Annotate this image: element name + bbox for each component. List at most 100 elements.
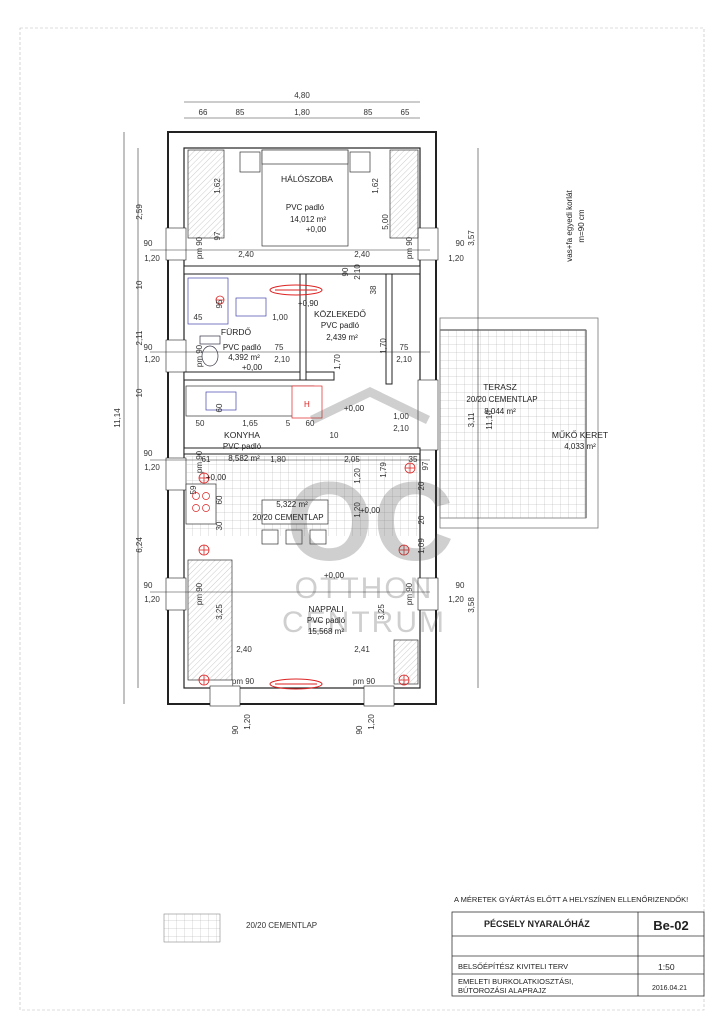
dim-ac: 1,20: [353, 468, 362, 484]
dim-top-4: 85: [364, 108, 373, 117]
dim-right-3: 11,10: [485, 410, 494, 430]
dim-total-width: 4,80: [294, 91, 310, 100]
dim-m: 75: [275, 343, 284, 352]
dim-af: 20: [417, 515, 426, 524]
bathroom-fixtures: [187, 277, 267, 367]
dim-top-1: 66: [199, 108, 208, 117]
pm-right-1: pm 90: [405, 236, 414, 259]
dim-r: 2,10: [396, 355, 412, 364]
watermark: OC OTTHON CENTRUM: [282, 387, 454, 639]
dim-top-5: 65: [401, 108, 410, 117]
room-living-label: +0,00 NAPPALI PVC padló 15,568 m²: [307, 571, 346, 636]
dim-ae: 20: [417, 481, 426, 490]
svg-text:+0,00: +0,00: [206, 473, 227, 482]
dim-left-2: 10: [135, 280, 144, 289]
win-dim-b2b: 1,20: [367, 714, 376, 730]
dim-ap: 10: [330, 431, 339, 440]
win-dim-l4b: 1,20: [144, 595, 160, 604]
living-room-furniture: [187, 559, 419, 685]
svg-text:2,439 m²: 2,439 m²: [326, 333, 358, 342]
svg-text:HÁLÓSZOBA: HÁLÓSZOBA: [281, 174, 333, 184]
tb-desc-1: EMELETI BURKOLATKIOSZTÁSI,: [458, 977, 573, 986]
dim-ak: 3,25: [215, 604, 224, 620]
svg-text:PVC padló: PVC padló: [223, 343, 262, 352]
svg-text:+0,00: +0,00: [324, 571, 345, 580]
dim-n: 75: [400, 343, 409, 352]
svg-text:8,044 m²: 8,044 m²: [484, 407, 516, 416]
tb-scale: 1:50: [658, 962, 675, 972]
dim-ao: 97: [421, 461, 430, 470]
win-dim-l2a: 90: [144, 343, 153, 352]
svg-text:TERASZ: TERASZ: [483, 382, 517, 392]
dim-j: 45: [194, 313, 203, 322]
dim-a: 1,62: [213, 178, 222, 194]
svg-text:PVC padló: PVC padló: [307, 616, 346, 625]
svg-text:PVC padló: PVC padló: [286, 203, 325, 212]
dining-table: [261, 499, 329, 545]
win-dim-r1b: 1,20: [448, 254, 464, 263]
room-bedroom-label: HÁLÓSZOBA PVC padló 14,012 m² +0,00: [281, 174, 333, 234]
dim-right-4: 3,58: [467, 597, 476, 613]
pm-left-3: pm 90: [195, 450, 204, 473]
radiator-bedroom: [269, 284, 323, 296]
railing-note: vas+fa egyedi korlát m=90 cm: [565, 190, 586, 262]
dim-h: 38: [369, 285, 378, 294]
svg-text:PVC padló: PVC padló: [223, 442, 262, 451]
svg-text:NAPPALI: NAPPALI: [308, 604, 343, 614]
svg-text:m=90 cm: m=90 cm: [577, 209, 586, 242]
pm-left-1: pm 90: [195, 236, 204, 259]
dim-p: 1,70: [333, 354, 342, 370]
watermark-line2: CENTRUM: [282, 606, 446, 639]
dim-aq: 59: [189, 485, 198, 494]
dim-b: 1,62: [371, 178, 380, 194]
dim-left-1: 2,59: [135, 204, 144, 220]
dim-u: 5: [286, 419, 291, 428]
pm-left-2: pm 90: [195, 344, 204, 367]
dim-ag: 1,09: [417, 538, 426, 554]
svg-text:+0,00: +0,00: [360, 506, 381, 515]
dim-t: 1,65: [242, 419, 258, 428]
win-dim-b1b: 1,20: [243, 714, 252, 730]
tb-desc-2: BÚTOROZÁSI ALAPRAJZ: [458, 986, 547, 995]
dim-q: 2,10: [274, 355, 290, 364]
dim-c: 97: [213, 231, 222, 240]
svg-text:4,033 m²: 4,033 m²: [564, 442, 596, 451]
room-corridor-label: KÖZLEKEDŐ PVC padló 2,439 m²: [314, 309, 366, 342]
dim-l: 1,00: [272, 313, 288, 322]
stone-edge-label: MŰKŐ KERET 4,033 m²: [552, 430, 608, 451]
dim-k: 95: [215, 299, 224, 308]
win-dim-b2a: 90: [355, 725, 364, 734]
dim-left-3: 2,11: [135, 330, 144, 346]
legend-label: 20/20 CEMENTLAP: [246, 921, 317, 930]
tb-sheet: Be-02: [653, 918, 688, 933]
svg-text:+0,00: +0,00: [242, 363, 263, 372]
svg-text:5,322 m²: 5,322 m²: [276, 500, 308, 509]
interior-walls: [183, 265, 421, 455]
watermark-line1: OTTHON: [295, 572, 434, 605]
dim-o: 1,70: [379, 338, 388, 354]
win-dim-l2b: 1,20: [144, 355, 160, 364]
dim-ab: 35: [409, 455, 418, 464]
dim-x: 2,10: [393, 424, 409, 433]
room-entry-label: 5,322 m² 20/20 CEMENTLAP +0,00: [252, 500, 380, 522]
pm-right-2: pm 90: [405, 582, 414, 605]
svg-text:20/20 CEMENTLAP: 20/20 CEMENTLAP: [466, 395, 537, 404]
dim-d: 5,00: [381, 214, 390, 230]
win-dim-l3a: 90: [144, 449, 153, 458]
radiator-living: [269, 678, 323, 690]
fridge-h-mark: H: [304, 400, 310, 409]
dim-aj: 61: [202, 455, 211, 464]
dim-ad: 1,79: [379, 462, 388, 478]
bedroom-furniture: [187, 149, 419, 247]
dim-ai: 60: [215, 495, 224, 504]
svg-text:MŰKŐ KERET: MŰKŐ KERET: [552, 430, 608, 440]
svg-text:20/20 CEMENTLAP: 20/20 CEMENTLAP: [252, 513, 323, 522]
window-openings: [165, 227, 439, 707]
dim-left-5: 6,24: [135, 537, 144, 553]
dimension-lines: [123, 101, 479, 704]
corridor-level: +0,00: [344, 404, 365, 413]
svg-text:PVC padló: PVC padló: [321, 321, 360, 330]
terrace: [439, 317, 599, 529]
dim-aa: 2,05: [344, 455, 360, 464]
tb-project: PÉCSELY NYARALÓHÁZ: [484, 918, 590, 929]
